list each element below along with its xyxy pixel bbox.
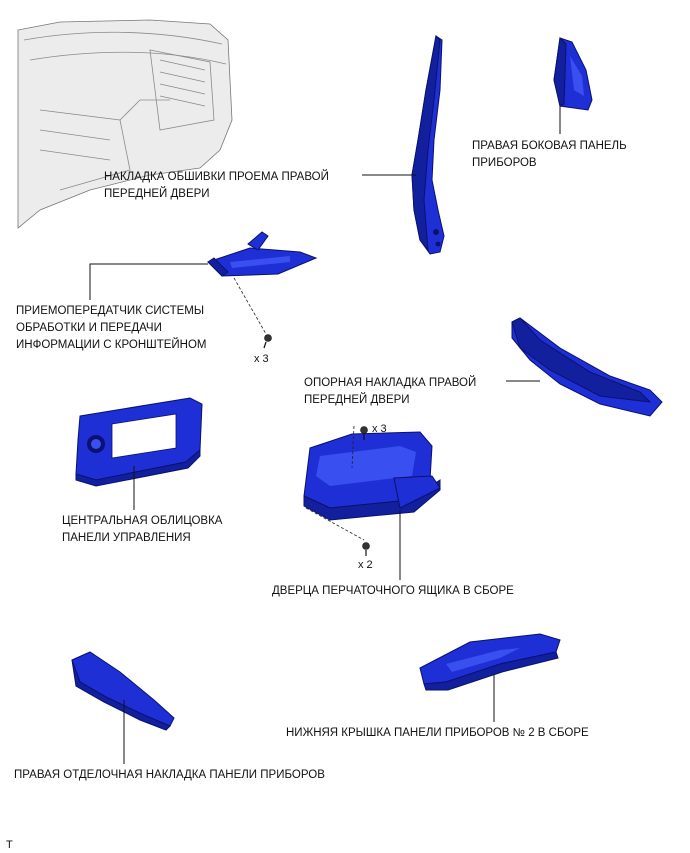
right-trim-label: ПРАВАЯ ОТДЕЛОЧНАЯ НАКЛАДКА ПАНЕЛИ ПРИБОР… <box>14 769 325 781</box>
transceiver-screw-dash <box>233 277 267 335</box>
transceiver-part <box>207 231 318 277</box>
lower-cover-label: НИЖНЯЯ КРЫШКА ПАНЕЛИ ПРИБОРОВ № 2 В СБОР… <box>286 727 589 739</box>
glove-box-top-screw-dash <box>351 425 355 469</box>
corner-mark: T <box>6 839 13 851</box>
door-opening-trim-part <box>411 34 445 255</box>
dashboard-context-illustration <box>17 19 233 229</box>
right-side-panel-part <box>553 36 593 111</box>
transceiver-leader <box>89 263 208 300</box>
transceiver-screw-icon <box>263 334 272 349</box>
glove-box-part <box>303 431 441 521</box>
center-trim-part <box>75 397 203 487</box>
scuff-plate-part <box>511 317 663 417</box>
glove-box-bottom-screw-dash <box>305 507 365 541</box>
glove-box-bottom-screw-qty: x 2 <box>358 559 373 571</box>
glove-box-label: ДВЕРЦА ПЕРЧАТОЧНОГО ЯЩИКА В СБОРЕ <box>272 585 514 597</box>
transceiver-label: ПРИЕМОПЕРЕДАТЧИК СИСТЕМЫ ОБРАБОТКИ И ПЕР… <box>16 305 207 351</box>
side-panel-label: ПРАВАЯ БОКОВАЯ ПАНЕЛЬ ПРИБОРОВ <box>472 140 630 169</box>
transceiver-screw-qty: x 3 <box>254 353 269 365</box>
door-opening-trim-label: НАКЛАДКА ОБШИВКИ ПРОЕМА ПРАВОЙ ПЕРЕДНЕЙ … <box>104 170 332 200</box>
glove-box-bottom-screw-icon <box>362 542 370 556</box>
glove-box-top-screw-icon <box>360 426 368 440</box>
glove-box-top-screw-qty: x 3 <box>372 423 387 435</box>
right-trim-part <box>71 651 175 731</box>
center-trim-label: ЦЕНТРАЛЬНАЯ ОБЛИЦОВКА ПАНЕЛИ УПРАВЛЕНИЯ <box>62 515 226 544</box>
lower-cover-part <box>419 633 561 691</box>
scuff-plate-label: ОПОРНАЯ НАКЛАДКА ПРАВОЙ ПЕРЕДНЕЙ ДВЕРИ <box>304 376 479 406</box>
